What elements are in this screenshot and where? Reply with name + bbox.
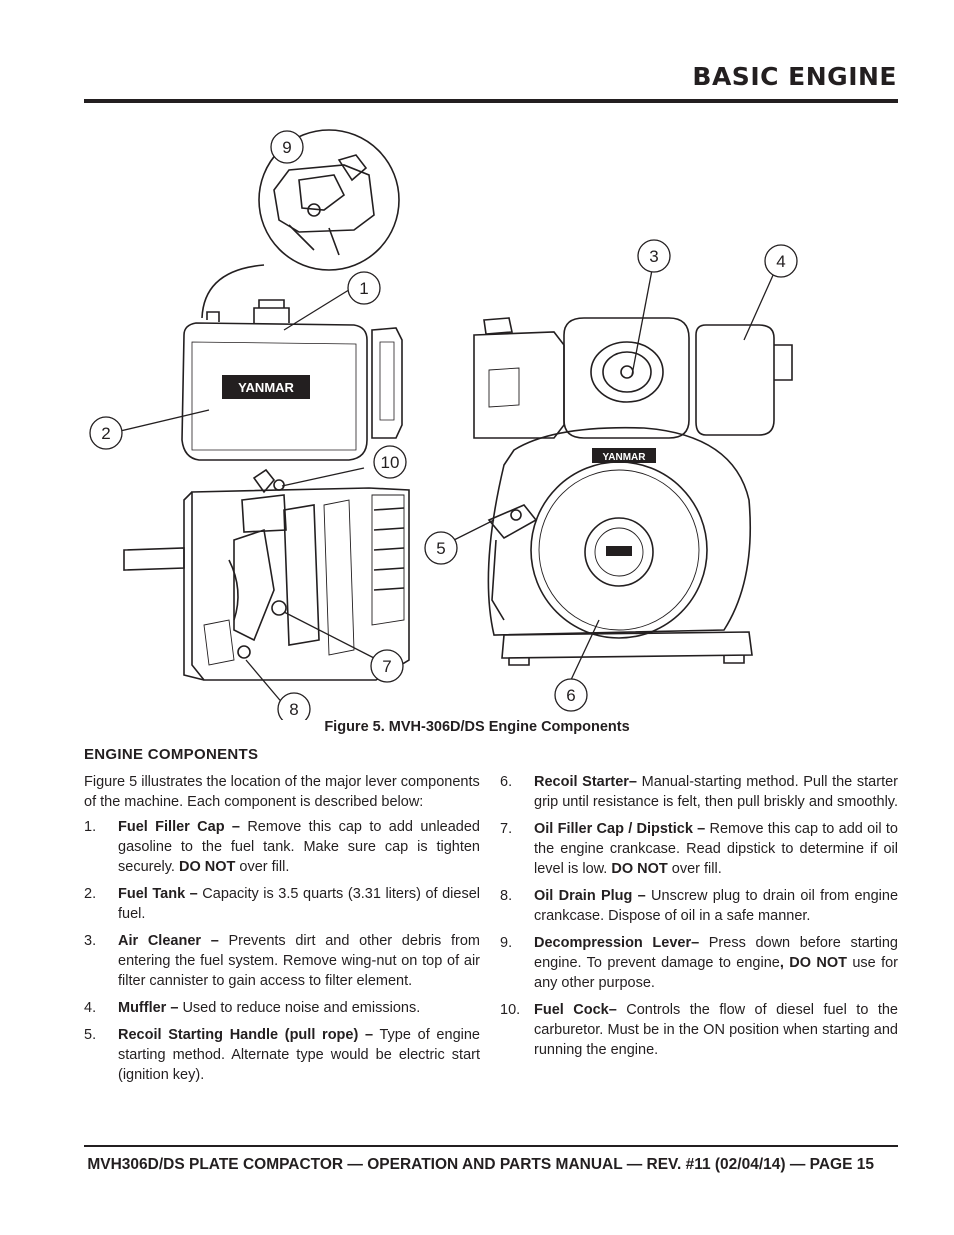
item-label: Recoil Starting Handle (pull rope) –	[118, 1027, 374, 1043]
item-number: 2.	[84, 886, 97, 902]
item-label: Fuel Filler Cap –	[118, 819, 240, 835]
callout-7-label: 7	[382, 657, 391, 676]
callout-7	[370, 649, 404, 683]
item-label: Muffler –	[118, 1000, 179, 1016]
callout-3	[637, 239, 671, 273]
component-item: 10. Fuel Cock– Controls the flow of diese…	[500, 1000, 898, 1060]
item-label: Air Cleaner –	[118, 933, 219, 949]
callout-9-label: 9	[282, 138, 291, 157]
item-text: Used to reduce noise and emissions.	[178, 1000, 421, 1016]
header-rule	[84, 99, 898, 103]
item-number: 3.	[84, 933, 97, 949]
item-number: 4.	[84, 1000, 97, 1016]
item-text: Press down before starting engine. To pr…	[534, 935, 898, 971]
decompression-lever-detail-inset	[258, 129, 400, 271]
item-text: Type of engine starting method. Alternat…	[118, 1027, 480, 1083]
item-text-after: over fill.	[667, 861, 722, 877]
callout-1	[347, 271, 381, 305]
recoil-starting-handle	[487, 504, 538, 540]
callout-5-label: 5	[436, 539, 445, 558]
item-label: Fuel Cock–	[534, 1002, 617, 1018]
fuel-tank-outline	[181, 322, 368, 461]
footer-rule	[84, 1145, 898, 1147]
component-item: 8. Oil Drain Plug – Unscrew plug to drain…	[500, 886, 898, 926]
component-item: 7. Oil Filler Cap / Dipstick – Remove thi…	[500, 819, 898, 879]
component-item: 3. Air Cleaner – Prevents dirt and other …	[84, 931, 480, 991]
shroud-brand-plate	[592, 448, 656, 463]
component-item: 2. Fuel Tank – Capacity is 3.5 quarts (3.…	[84, 884, 480, 924]
recoil-starter-housing	[530, 461, 708, 639]
item-warning: DO NOT	[611, 861, 668, 877]
callout-1-label: 1	[359, 279, 368, 298]
callout-10-label: 10	[381, 453, 400, 472]
component-list-left: 1. Fuel Filler Cap – Remove this cap to a…	[84, 817, 480, 1085]
oil-filler-cap	[271, 600, 287, 616]
item-text: Prevents dirt and other debris from ente…	[118, 933, 480, 989]
intro-paragraph: Figure 5 illustrates the location of the…	[84, 774, 480, 810]
flywheel-shroud	[487, 426, 752, 636]
recoil-starter-cap	[584, 517, 654, 587]
item-text-after: over fill.	[235, 859, 290, 875]
item-text: Controls the flow of diesel fuel to the …	[534, 1002, 898, 1058]
item-label: Oil Filler Cap / Dipstick –	[534, 821, 706, 837]
component-item: 9. Decompression Lever– Press down before…	[500, 933, 898, 993]
item-text: Manual-starting method. Pull the starter…	[534, 774, 899, 810]
component-item: 1. Fuel Filler Cap – Remove this cap to a…	[84, 817, 480, 877]
item-text-after: use for any other purpose.	[534, 955, 898, 991]
section-heading: ENGINE COMPONENTS	[84, 746, 259, 763]
item-number: 5.	[84, 1027, 97, 1043]
right-column: 6. Recoil Starter– Manual-starting method…	[500, 772, 898, 1067]
item-text: Remove this cap to add unleaded gasoline…	[118, 819, 480, 875]
engine-components-figure: YANMAR YANMAR	[89, 129, 798, 720]
item-text: Unscrew plug to drain oil from engine cr…	[534, 888, 899, 924]
component-list-right: 6. Recoil Starter– Manual-starting method…	[500, 772, 898, 1060]
left-column: Figure 5 illustrates the location of the…	[84, 772, 480, 1092]
item-number: 1.	[84, 819, 97, 835]
callout-8-label: 8	[289, 700, 298, 719]
component-item: 4. Muffler – Used to reduce noise and emi…	[84, 998, 480, 1018]
callout-2-label: 2	[101, 424, 110, 443]
engine-block-outline	[191, 487, 410, 681]
item-label: Decompression Lever–	[534, 935, 700, 951]
brand-plate	[222, 375, 310, 399]
crankshaft	[123, 547, 185, 571]
callout-4-label: 4	[776, 252, 785, 271]
page-footer: MVH306D/DS PLATE COMPACTOR — OPERATION A…	[87, 1156, 874, 1173]
muffler-outline	[695, 324, 775, 436]
engine-base	[501, 631, 753, 659]
item-warning: , DO NOT	[779, 955, 847, 971]
callout-3-label: 3	[649, 247, 658, 266]
item-label: Fuel Tank –	[118, 886, 198, 902]
item-number: 9.	[500, 935, 513, 951]
brand-plate-label: YANMAR	[238, 380, 294, 395]
item-number: 7.	[500, 821, 513, 837]
item-number: 10.	[500, 1002, 521, 1018]
oil-drain-plug	[237, 645, 251, 659]
figure-caption: Figure 5. MVH-306D/DS Engine Components	[324, 719, 630, 735]
fuel-cock	[252, 468, 276, 494]
shroud-brand-label: YANMAR	[603, 452, 647, 463]
callout-8	[277, 692, 311, 720]
callout-10	[373, 445, 407, 479]
item-warning: DO NOT	[178, 859, 236, 875]
fuel-filler-cap	[253, 307, 290, 323]
page-title: BASIC ENGINE	[692, 62, 897, 91]
item-text: Remove this cap to add oil to the engine…	[534, 821, 898, 877]
item-number: 8.	[500, 888, 513, 904]
component-item: 6. Recoil Starter– Manual-starting method…	[500, 772, 898, 812]
callout-4	[764, 244, 798, 278]
callout-6	[554, 678, 588, 712]
component-item: 5. Recoil Starting Handle (pull rope) – T…	[84, 1025, 480, 1085]
callout-2	[89, 416, 123, 450]
callout-6-label: 6	[566, 686, 575, 705]
callout-5	[424, 531, 458, 565]
item-label: Recoil Starter–	[534, 774, 637, 790]
air-cleaner-cover	[563, 317, 690, 439]
item-label: Oil Drain Plug –	[534, 888, 646, 904]
item-number: 6.	[500, 774, 513, 790]
callout-9	[270, 130, 304, 164]
item-text: Capacity is 3.5 quarts (3.31 liters) of …	[118, 886, 480, 922]
